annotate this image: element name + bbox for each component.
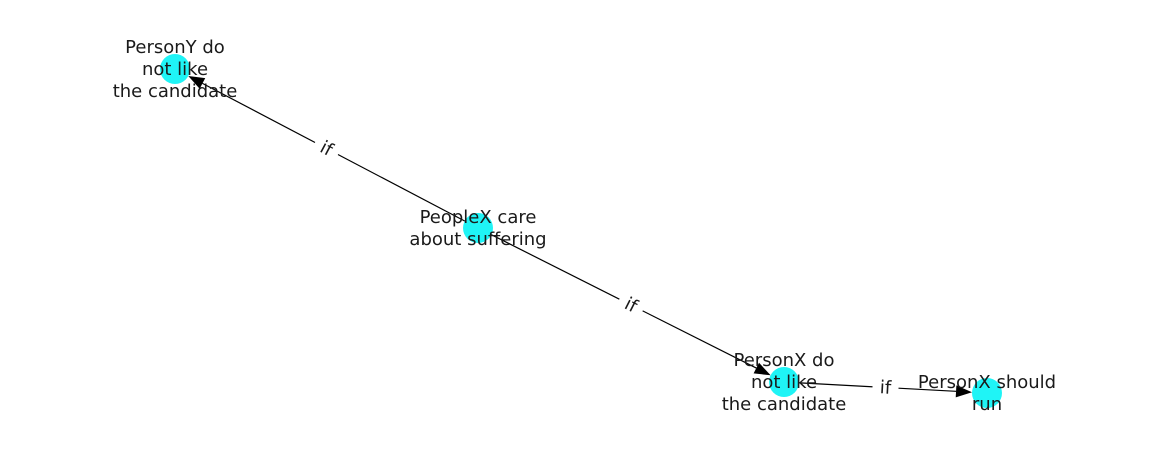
edge-label: if: [879, 377, 892, 399]
node-circle-n2: [463, 213, 493, 243]
edges-layer: [188, 75, 973, 398]
node-circle-n3: [769, 367, 799, 397]
arrowhead: [955, 385, 973, 398]
node-label-line: PeopleX care: [420, 207, 537, 228]
edge-n3-n4: [783, 381, 973, 398]
node-label-line: the candidate: [113, 81, 238, 102]
nodes-layer: [160, 54, 1002, 408]
edge-label-background: [613, 287, 649, 323]
arrowhead: [188, 75, 206, 89]
node-label-line: PersonX should: [918, 372, 1056, 393]
node-label-line: not like: [142, 59, 208, 80]
node-label-line: the candidate: [722, 394, 847, 415]
node-label-line: not like: [751, 372, 817, 393]
node-label-line: about suffering: [409, 229, 546, 250]
edge-line: [202, 82, 479, 229]
edge-line: [783, 381, 957, 392]
edge-label-group: if: [613, 287, 649, 323]
node-label-line: run: [972, 394, 1002, 415]
edge-n2-n1: [188, 75, 479, 229]
node-circle-n1: [160, 54, 190, 84]
edge-line: [477, 227, 757, 369]
edge-label-group: if: [871, 373, 900, 402]
edge-label-background: [871, 373, 900, 402]
node-label-line: PersonX do: [734, 350, 835, 371]
node-label-line: PersonY do: [125, 37, 225, 58]
edge-label-group: if: [308, 130, 345, 167]
edge-label-background: [308, 130, 345, 167]
edge-n2-n3: [477, 227, 771, 376]
node-circle-n4: [972, 378, 1002, 408]
arrowhead: [753, 362, 771, 376]
